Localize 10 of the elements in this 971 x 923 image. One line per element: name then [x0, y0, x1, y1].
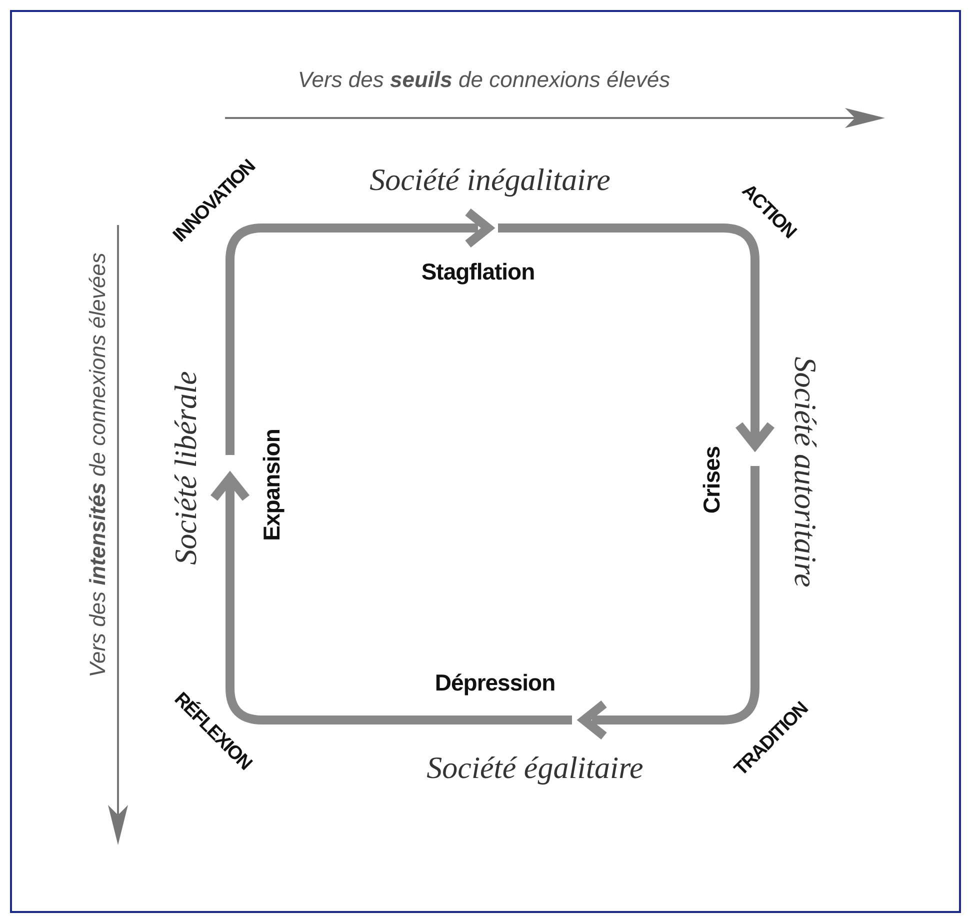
side-label: Société inégalitaire [370, 162, 610, 198]
phase-label: Stagflation [421, 259, 535, 285]
side-label: Société libérale [168, 371, 204, 565]
phase-label: Expansion [259, 429, 285, 541]
side-label: Société égalitaire [426, 750, 644, 786]
axis-label: Vers des seuils de connexions élevés [298, 68, 670, 92]
side-label: Société autoritaire [788, 356, 822, 588]
phase-label: Dépression [434, 670, 556, 696]
phase-label: Crises [699, 446, 725, 514]
axis-label: Vers des intensités de connexions élevées [86, 252, 110, 678]
